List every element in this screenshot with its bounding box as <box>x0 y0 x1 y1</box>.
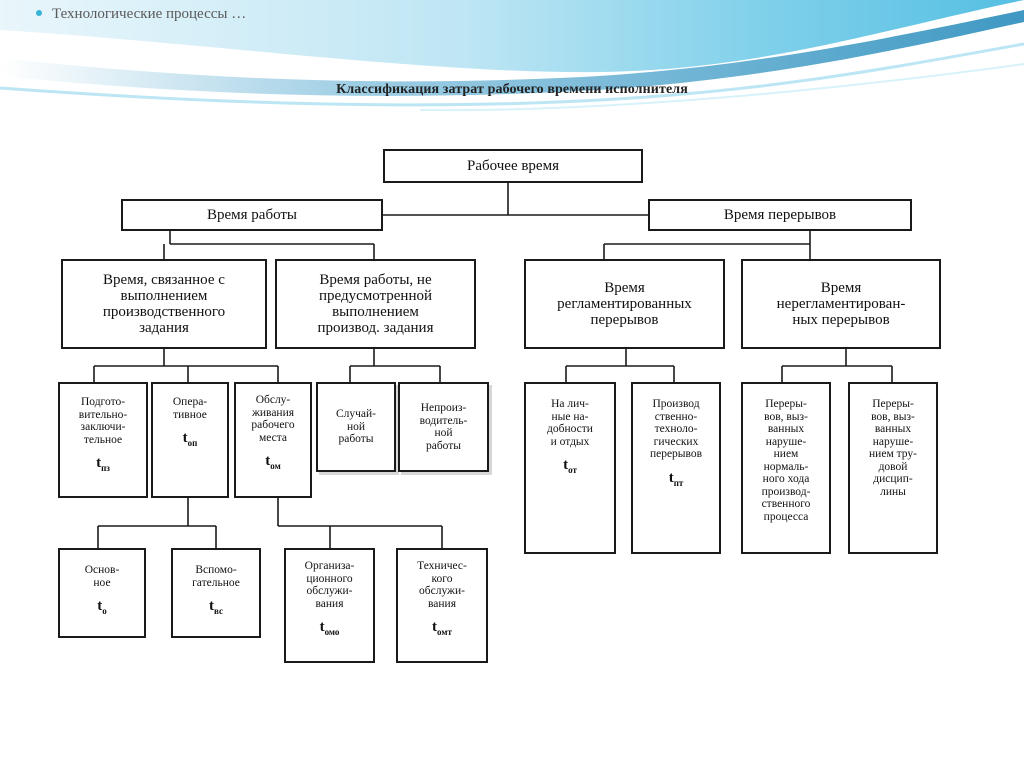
personal-needs-label: На лич- ные на- добности и отдых <box>547 398 593 448</box>
tech-breaks-symbol: tпт <box>668 469 684 488</box>
slide-header: Технологические процессы … <box>36 6 246 23</box>
operative-time-box: Опера- тивное tоп <box>151 382 229 498</box>
break-time-box: Время перерывов <box>648 199 912 231</box>
technical-service-time-symbol-letter: t <box>432 619 438 635</box>
slide-header-text: Технологические процессы … <box>52 6 247 22</box>
main-time-symbol-letter: t <box>97 598 103 614</box>
auxiliary-time-label: Вспомо- гательное <box>192 564 240 589</box>
prep-final-time-symbol-letter: t <box>96 455 102 471</box>
operative-time-symbol: tоп <box>183 431 198 448</box>
diagram-title: Классификация затрат рабочего времени ис… <box>336 82 688 97</box>
technical-service-time-symbol: tомт <box>432 620 452 637</box>
workplace-service-time-box: Обслу- живания рабочего места tом <box>234 382 312 498</box>
task-related-time-box: Время, связанное с выполнением производс… <box>61 259 267 349</box>
personal-needs-box: На лич- ные на- добности и отдых tот <box>524 382 616 554</box>
regulated-breaks-label: Время регламентированных перерывов <box>557 280 692 328</box>
random-work-box: Случай- ной работы <box>316 382 396 472</box>
work-time-box: Время работы <box>121 199 383 231</box>
work-time-label: Время работы <box>206 207 298 223</box>
auxiliary-time-symbol-index: вс <box>214 606 223 616</box>
random-work-label: Случай- ной работы <box>335 408 377 446</box>
unplanned-work-time-box: Время работы, не предусмотренной выполне… <box>275 259 476 349</box>
discipline-violation-breaks-label: Переры- вов, выз- ванных наруше- нием тр… <box>869 398 917 498</box>
tech-breaks-label: Производ ственно- техноло- гических пере… <box>649 398 703 460</box>
technical-service-time-symbol-index: омт <box>437 627 452 637</box>
auxiliary-time-symbol-letter: t <box>209 598 215 614</box>
prep-final-time-label: Подгото- вительно- заключи- тельное <box>78 396 128 446</box>
tech-breaks-box: Производ ственно- техноло- гических пере… <box>631 382 721 554</box>
main-time-symbol-index: о <box>102 606 107 616</box>
connector-lines <box>93 182 893 548</box>
tech-breaks-symbol-letter: t <box>668 469 674 486</box>
organizational-service-time-label: Организа- ционного обслужи- вания <box>304 560 355 610</box>
process-violation-breaks-label: Переры- вов, выз- ванных наруше- нием но… <box>761 398 811 523</box>
workplace-service-time-label: Обслу- живания рабочего места <box>251 394 295 444</box>
unregulated-breaks-label: Время нерегламентирован- ных перерывов <box>776 280 906 328</box>
operative-time-symbol-index: оп <box>187 438 198 448</box>
workplace-service-time-symbol-index: ом <box>270 461 281 471</box>
bullet-icon <box>36 9 42 16</box>
organizational-service-time-box: Организа- ционного обслужи- вания tомо <box>284 548 375 663</box>
nonproductive-work-box: Непроиз- водитель- ной работы <box>398 382 489 472</box>
technical-service-time-label: Техничес- кого обслужи- вания <box>417 560 467 610</box>
discipline-violation-breaks-box: Переры- вов, выз- ванных наруше- нием тр… <box>848 382 938 554</box>
main-time-symbol: tо <box>97 599 107 616</box>
working-time-box: Рабочее время <box>383 149 643 183</box>
working-time-label: Рабочее время <box>467 158 559 174</box>
auxiliary-time-box: Вспомо- гательное tвс <box>171 548 261 638</box>
classification-diagram: Рабочее время Время работы Время перерыв… <box>30 108 996 740</box>
prep-final-time-box: Подгото- вительно- заключи- тельное tпз <box>58 382 148 498</box>
personal-needs-symbol-index: от <box>568 465 577 475</box>
header-wave-decoration <box>0 0 1024 112</box>
personal-needs-symbol-letter: t <box>563 457 569 473</box>
workplace-service-time-symbol-letter: t <box>265 453 271 469</box>
main-time-label: Основ- ное <box>84 564 120 589</box>
unregulated-breaks-box: Время нерегламентирован- ных перерывов <box>741 259 941 349</box>
unplanned-work-time-label: Время работы, не предусмотренной выполне… <box>317 272 434 336</box>
workplace-service-time-symbol: tом <box>265 454 280 471</box>
prep-final-time-symbol-index: пз <box>101 463 110 473</box>
auxiliary-time-symbol: tвс <box>209 599 223 616</box>
main-time-box: Основ- ное tо <box>58 548 146 638</box>
process-violation-breaks-box: Переры- вов, выз- ванных наруше- нием но… <box>741 382 831 554</box>
operative-time-symbol-letter: t <box>182 430 188 446</box>
regulated-breaks-box: Время регламентированных перерывов <box>524 259 725 349</box>
prep-final-time-symbol: tпз <box>96 456 110 473</box>
break-time-label: Время перерывов <box>723 207 837 223</box>
technical-service-time-box: Техничес- кого обслужи- вания tомт <box>396 548 488 663</box>
tech-breaks-symbol-index: пт <box>673 477 684 488</box>
personal-needs-symbol: tот <box>563 458 577 475</box>
organizational-service-time-symbol: tомо <box>320 620 340 637</box>
organizational-service-time-symbol-index: омо <box>324 627 340 637</box>
operative-time-label: Опера- тивное <box>172 396 208 421</box>
task-related-time-label: Время, связанное с выполнением производс… <box>102 272 226 336</box>
organizational-service-time-symbol-letter: t <box>319 619 325 635</box>
nonproductive-work-label: Непроиз- водитель- ной работы <box>419 402 468 452</box>
